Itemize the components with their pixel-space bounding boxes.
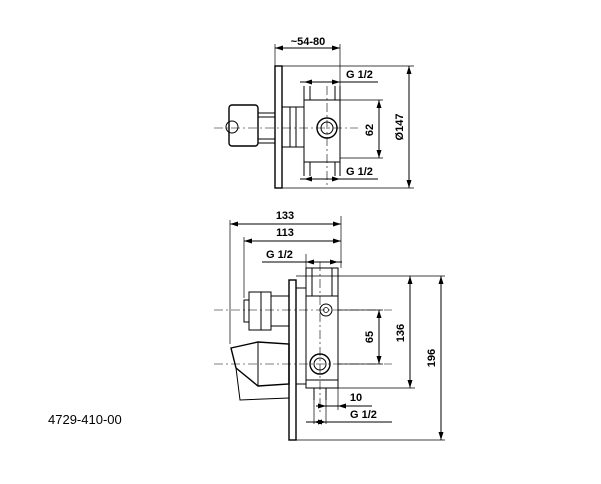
- dim-depth-133: 133: [276, 210, 294, 222]
- dim-offset-10: 10: [350, 392, 362, 404]
- dim-width-range: ~54-80: [291, 36, 326, 48]
- dim-spacing-136: 136: [395, 324, 407, 342]
- dim-thread-top: G 1/2: [346, 69, 373, 81]
- dim-plate-diameter: Ø147: [394, 114, 406, 141]
- dim-thread-bottom: G 1/2: [346, 166, 373, 178]
- dim-spacing-65: 65: [364, 331, 376, 343]
- top-view: ~54-80 G 1/2 G 1/2 62 Ø147: [214, 36, 414, 189]
- dim-thread-top-front: G 1/2: [266, 249, 293, 261]
- dim-thread-bottom-front: G 1/2: [350, 409, 377, 421]
- dim-height-196: 196: [426, 349, 438, 367]
- product-code: 4729-410-00: [48, 412, 122, 427]
- dim-spacing-62: 62: [364, 124, 376, 136]
- front-view: 133 113 G 1/2 65 136 196 10: [214, 210, 445, 441]
- dim-depth-113: 113: [276, 227, 294, 239]
